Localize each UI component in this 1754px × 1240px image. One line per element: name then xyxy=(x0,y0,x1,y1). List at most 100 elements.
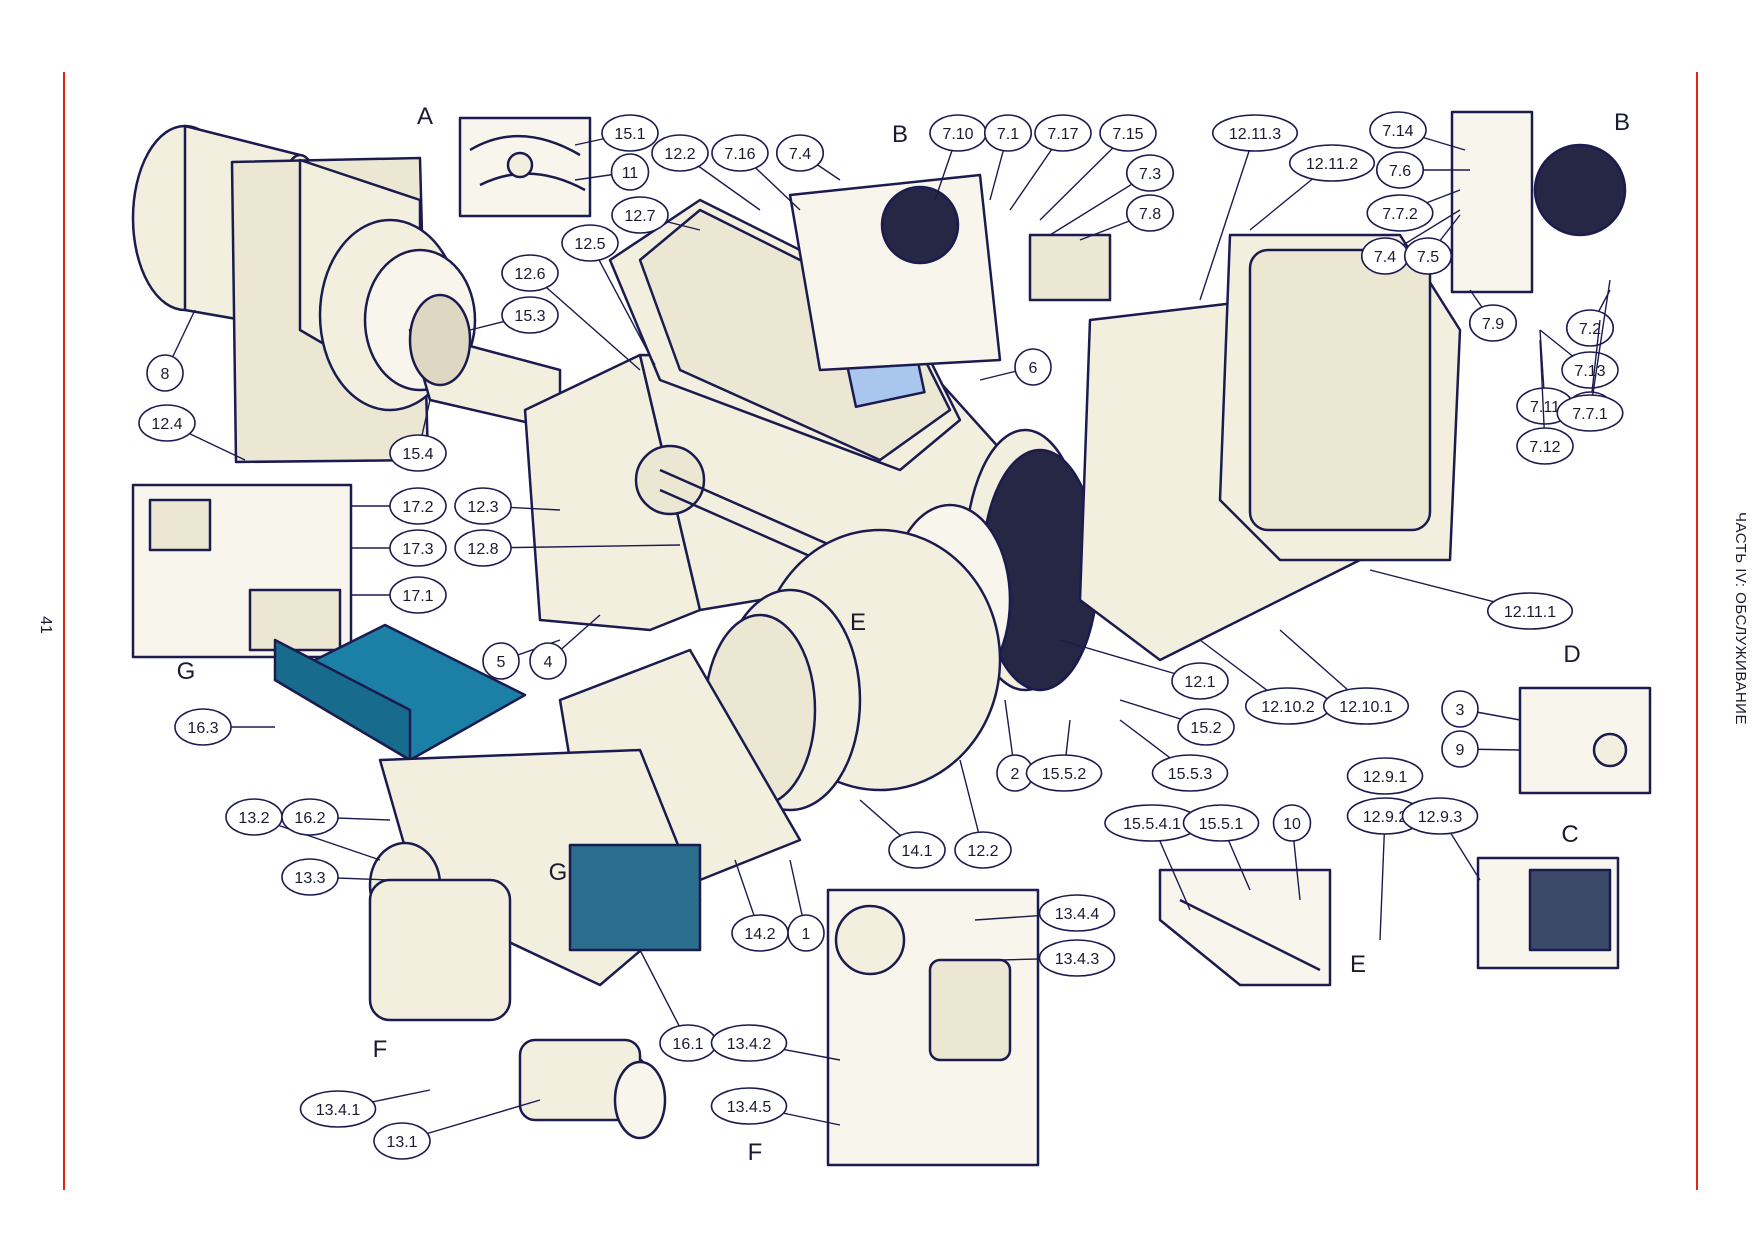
callout-bubble xyxy=(983,114,1033,152)
callout-16-2: 16.2 xyxy=(281,798,391,836)
callout-leader-line xyxy=(1589,279,1611,414)
callout-label: 9 xyxy=(1456,742,1465,759)
callout-label: 12.6 xyxy=(514,266,545,283)
callout-7-16: 7.16 xyxy=(711,134,801,211)
callout-label: 7.4 xyxy=(1374,249,1396,266)
left-margin-rule xyxy=(63,72,65,1190)
callout-7-12: 7.12 xyxy=(1516,339,1574,465)
callout-label: 12.11.1 xyxy=(1504,604,1556,621)
callout-12-2: 12.2 xyxy=(651,134,761,211)
inset-view-e xyxy=(1158,868,1332,987)
callout-13-1: 13.1 xyxy=(373,1099,541,1160)
callout-7-7-1: 7.7.1 xyxy=(1556,279,1624,432)
electrical-panel xyxy=(273,623,702,987)
callout-15-2: 15.2 xyxy=(1119,699,1235,746)
callout-label: 16.2 xyxy=(294,810,325,827)
callout-leader-line xyxy=(1379,815,1386,941)
callout-label: 14.1 xyxy=(901,843,932,860)
inset-view-d xyxy=(1518,686,1652,795)
callout-label: 12.1 xyxy=(1184,674,1215,691)
callout-label: 12.9.3 xyxy=(1418,809,1463,826)
callout-12-6: 12.6 xyxy=(501,254,641,371)
gas-train xyxy=(368,841,667,1140)
inset-view-b xyxy=(1450,110,1627,294)
callout-bubble xyxy=(501,254,559,292)
callout-label: 6 xyxy=(1029,360,1038,377)
callout-7-15: 7.15 xyxy=(1039,114,1157,221)
callout-label: 7.16 xyxy=(724,146,755,163)
callout-label: 13.2 xyxy=(238,810,269,827)
callout-label: 8 xyxy=(161,366,170,383)
callout-bubble xyxy=(501,296,559,334)
callout-leader-line xyxy=(589,242,656,366)
callout-15-3: 15.3 xyxy=(469,296,559,334)
view-label-g: G xyxy=(177,658,196,685)
callout-label: 12.9.2 xyxy=(1363,809,1408,826)
callout-bubble xyxy=(775,134,825,172)
callout-bubble xyxy=(389,529,447,567)
control-bracket xyxy=(788,173,1112,372)
callout-7-7-2: 7.7.2 xyxy=(1366,189,1461,232)
callout-label: 7.4 xyxy=(789,146,811,163)
right-margin-rule xyxy=(1696,72,1698,1190)
callout-label: 7.9 xyxy=(1482,316,1504,333)
callout-bubble xyxy=(561,224,619,262)
callout-13-4-1: 13.4.1 xyxy=(299,1089,431,1128)
callout-7-4: 7.4 xyxy=(775,134,841,181)
callout-bubble xyxy=(373,1122,431,1160)
callout-label: 15.5.2 xyxy=(1042,766,1087,783)
callout-label: 1 xyxy=(802,926,811,943)
callout-12-1: 12.1 xyxy=(1059,639,1229,700)
callout-bubble xyxy=(1151,754,1229,792)
callout-bubble xyxy=(1441,690,1479,728)
callout-label: 10 xyxy=(1283,816,1301,833)
callout-label: 13.4.3 xyxy=(1055,951,1100,968)
view-label-d: D xyxy=(1563,641,1580,668)
callout-12-11-1: 12.11.1 xyxy=(1369,569,1574,630)
callout-10: 10 xyxy=(1272,804,1312,901)
callout-16-1: 16.1 xyxy=(639,949,717,1062)
callout-12-3: 12.3 xyxy=(454,487,561,525)
callout-bubble xyxy=(1171,662,1229,700)
callout-bubble xyxy=(389,434,447,472)
callout-1: 1 xyxy=(787,859,825,952)
callout-label: 12.9.1 xyxy=(1363,769,1408,786)
callout-bubble xyxy=(1014,348,1052,386)
callout-label: 12.4 xyxy=(151,416,182,433)
callout-bubble xyxy=(1403,237,1453,275)
callout-15-5-2: 15.5.2 xyxy=(1025,719,1103,792)
callout-label: 12.3 xyxy=(467,499,498,516)
callout-label: 7.12 xyxy=(1529,439,1560,456)
callout-13-2: 13.2 xyxy=(225,798,381,861)
callout-label: 17.3 xyxy=(402,541,433,558)
callout-leader-line xyxy=(1199,132,1256,301)
callout-label: 13.3 xyxy=(294,870,325,887)
callout-bubble xyxy=(651,134,709,172)
callout-bubble xyxy=(1322,687,1410,725)
callout-12-7: 12.7 xyxy=(611,196,701,234)
callout-label: 15.4 xyxy=(402,446,433,463)
callout-11: 11 xyxy=(574,153,650,191)
inset-view-g xyxy=(131,483,353,659)
callout-12-5: 12.5 xyxy=(561,224,656,366)
callout-13-3: 13.3 xyxy=(281,858,391,896)
callout-bubble xyxy=(389,487,447,525)
callout-12-10-2: 12.10.2 xyxy=(1199,639,1332,725)
callout-bubble xyxy=(1561,351,1619,389)
callout-bubble xyxy=(482,642,520,680)
callout-label: 12.10.2 xyxy=(1261,699,1314,716)
callout-label: 7.5 xyxy=(1417,249,1439,266)
callout-bubble xyxy=(1401,797,1479,835)
callout-7-4: 7.4 xyxy=(1360,209,1461,275)
callout-7-6: 7.6 xyxy=(1375,151,1470,189)
callout-15-1: 15.1 xyxy=(574,114,659,152)
view-label-a: A xyxy=(417,103,433,130)
callout-label: 7.7.1 xyxy=(1572,406,1608,423)
view-label-b: B xyxy=(1614,109,1630,136)
inset-view-a xyxy=(458,116,592,218)
callout-bubble xyxy=(1369,111,1427,149)
callout-label: 14.2 xyxy=(744,926,775,943)
callout-label: 7.17 xyxy=(1047,126,1078,143)
